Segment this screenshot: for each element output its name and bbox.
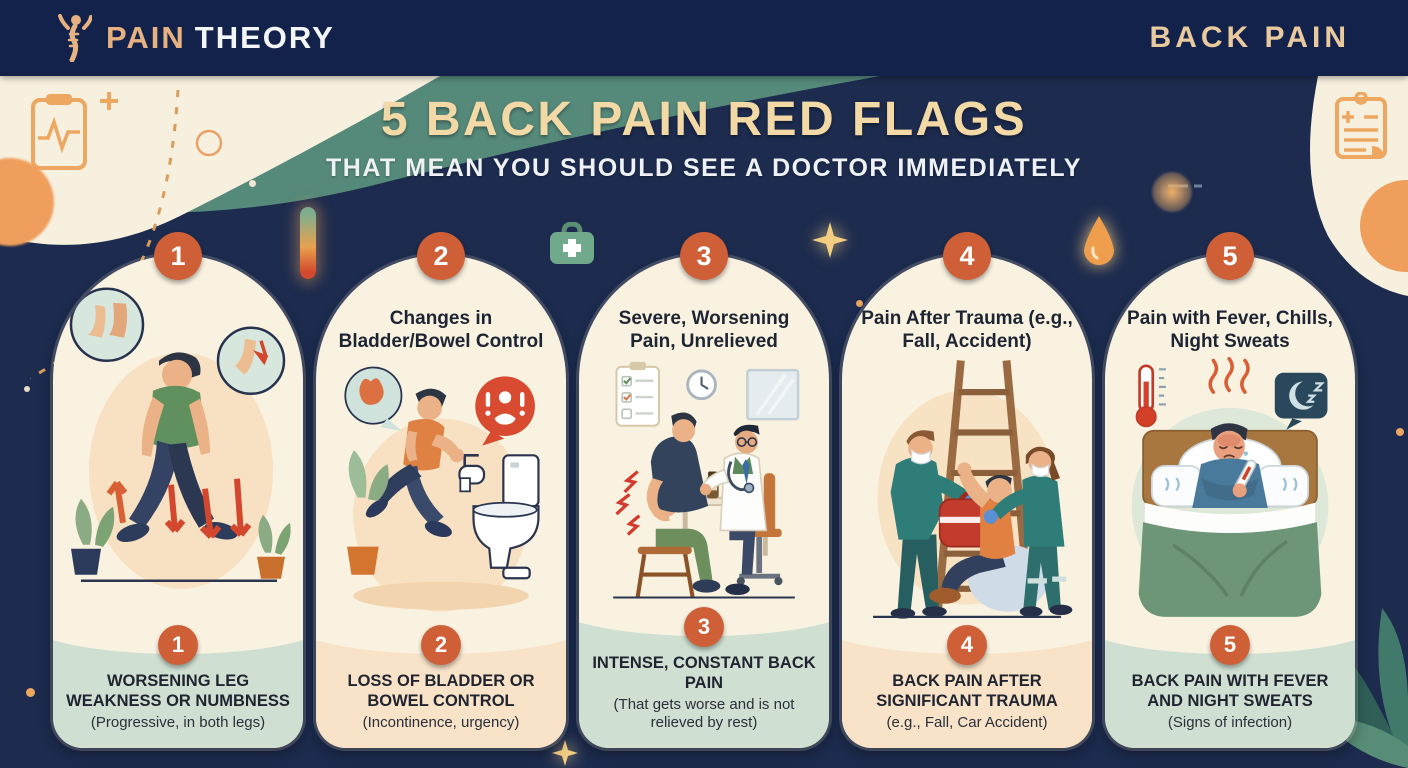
illustration-patient-with-doctor: [579, 357, 829, 602]
pain-theory-logo-icon: [58, 14, 92, 62]
sparkle-icon: [812, 222, 848, 258]
caption-subtitle: (That gets worse and is not relieved by …: [613, 696, 795, 731]
card-number-badge: 4: [943, 232, 991, 280]
card-top-title: Severe, Worsening Pain, Unrelieved: [618, 308, 790, 353]
decor-dot: [856, 300, 863, 307]
header-topic-label: BACK PAIN: [1149, 21, 1350, 54]
caption-title: LOSS OF BLADDER OR BOWEL CONTROL: [347, 671, 535, 710]
caption-title: INTENSE, CONSTANT BACK PAIN: [592, 653, 816, 692]
card-severe-pain: 3 Severe, Worsening Pain, Unrelieved: [579, 232, 829, 748]
caption-title: BACK PAIN WITH FEVER AND NIGHT SWEATS: [1131, 671, 1329, 710]
caption-title: WORSENING LEG WEAKNESS OR NUMBNESS: [66, 671, 290, 710]
caption-subtitle: (Incontinence, urgency): [362, 714, 520, 731]
decor-dot: [26, 688, 35, 697]
card-number-badge: 1: [154, 232, 202, 280]
caption-subtitle: (Signs of infection): [1167, 714, 1293, 731]
illustration-paramedics-ladder: [842, 357, 1092, 620]
decor-dot: [1396, 428, 1404, 436]
brand-word-theory: THEORY: [194, 20, 335, 55]
card-trauma: 4 Pain After Trauma (e.g., Fall, Acciden…: [842, 232, 1092, 748]
caption-number-badge: 1: [158, 624, 198, 665]
caption-subtitle: (e.g., Fall, Car Accident): [886, 714, 1048, 731]
sparkle-icon: [552, 740, 578, 766]
droplet-icon: [1084, 216, 1114, 265]
decor-dot: [24, 386, 30, 392]
page-title: 5 BACK PAIN RED FLAGS: [380, 93, 1028, 146]
card-caption: 2 LOSS OF BLADDER OR BOWEL CONTROL (Inco…: [316, 619, 566, 748]
card-top-title: Pain After Trauma (e.g., Fall, Accident): [861, 308, 1073, 353]
card-leg-weakness: 1: [53, 232, 303, 748]
plus-sign-gold: [100, 92, 118, 110]
card-top-title: Changes in Bladder/Bowel Control: [338, 308, 544, 353]
card-caption: 1 WORSENING LEG WEAKNESS OR NUMBNESS (Pr…: [53, 619, 303, 748]
brand-word-pain: PAIN: [106, 20, 186, 55]
decor-dot: [249, 180, 256, 187]
caption-number-badge: 2: [421, 624, 461, 665]
caption-subtitle: (Progressive, in both legs): [90, 714, 266, 731]
orange-glow-right: [1152, 172, 1192, 212]
caption-number-badge: 5: [1210, 624, 1250, 665]
card-number-badge: 2: [417, 232, 465, 280]
hero: 5 BACK PAIN RED FLAGS THAT MEAN YOU SHOU…: [0, 92, 1408, 183]
card-caption: 3 INTENSE, CONSTANT BACK PAIN (That gets…: [579, 601, 829, 748]
caption-number-badge: 4: [947, 624, 987, 665]
page-subtitle: THAT MEAN YOU SHOULD SEE A DOCTOR IMMEDI…: [326, 154, 1082, 182]
illustration-man-in-bed-fever: [1105, 357, 1355, 620]
illustration-man-walking-leg-weakness: [53, 255, 303, 621]
red-flag-cards: 1: [53, 232, 1355, 748]
caption-number-badge: 3: [684, 606, 724, 647]
card-bladder-bowel: 2 Changes in Bladder/Bowel Control: [316, 232, 566, 748]
card-caption: 5 BACK PAIN WITH FEVER AND NIGHT SWEATS …: [1105, 619, 1355, 748]
thermometer-pill-icon: [300, 207, 316, 279]
card-top-title: Pain with Fever, Chills, Night Sweats: [1127, 308, 1333, 353]
card-number-badge: 3: [680, 232, 728, 280]
card-number-badge: 5: [1206, 232, 1254, 280]
illustration-man-running-to-toilet: [316, 357, 566, 620]
card-caption: 4 BACK PAIN AFTER SIGNIFICANT TRAUMA (e.…: [842, 619, 1092, 748]
medical-clipboard-icon: [1335, 92, 1387, 159]
ekg-clipboard-icon: [31, 94, 87, 170]
circle-outline-gold: [195, 129, 223, 157]
card-fever-night-sweats: 5 Pain with Fever, Chills, Night Sweats: [1105, 232, 1355, 748]
first-aid-kit-icon: [550, 222, 594, 264]
cream-blob-top-left: [0, 76, 440, 245]
caption-title: BACK PAIN AFTER SIGNIFICANT TRAUMA: [876, 671, 1058, 710]
